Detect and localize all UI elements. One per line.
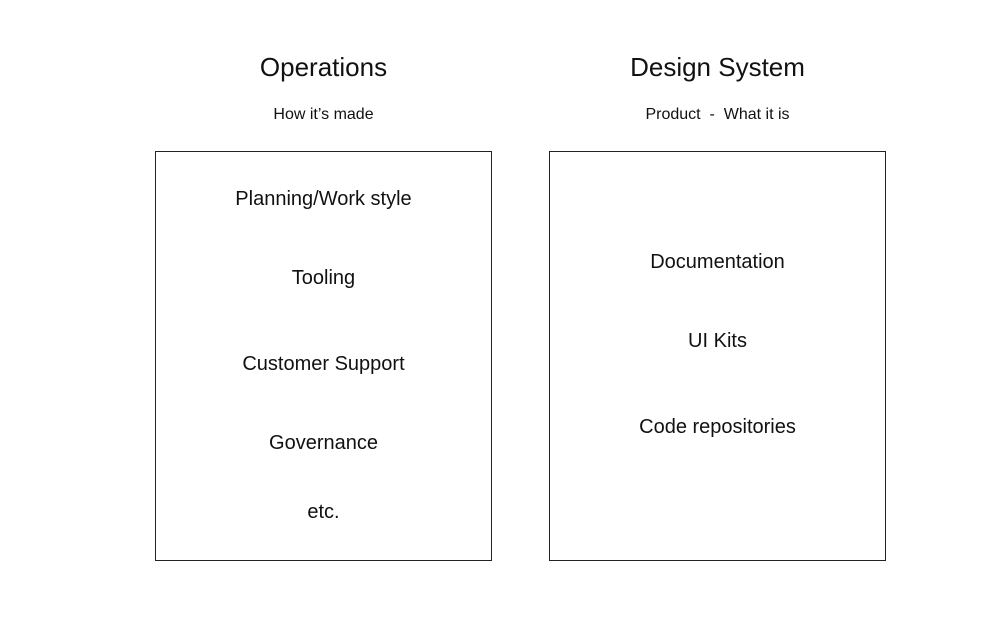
design-system-column: Design System Product - What it is Docum… xyxy=(549,0,886,633)
operations-item-customer-support: Customer Support xyxy=(242,353,405,375)
operations-item-planning: Planning/Work style xyxy=(235,188,412,210)
operations-item-governance: Governance xyxy=(269,432,378,454)
design-system-box: Documentation UI Kits Code repositories xyxy=(549,151,886,561)
operations-box: Planning/Work style Tooling Customer Sup… xyxy=(155,151,492,561)
design-system-item-documentation: Documentation xyxy=(650,251,785,273)
operations-column: Operations How it’s made Planning/Work s… xyxy=(155,0,492,633)
design-system-item-code-repositories: Code repositories xyxy=(639,416,796,438)
operations-title: Operations xyxy=(259,52,388,82)
operations-item-tooling: Tooling xyxy=(291,267,356,289)
design-system-item-ui-kits: UI Kits xyxy=(688,330,747,352)
design-system-subtitle: Product - What it is xyxy=(645,106,790,123)
operations-subtitle: How it’s made xyxy=(273,106,374,123)
operations-item-etc: etc. xyxy=(307,501,340,523)
design-system-title: Design System xyxy=(630,52,805,82)
